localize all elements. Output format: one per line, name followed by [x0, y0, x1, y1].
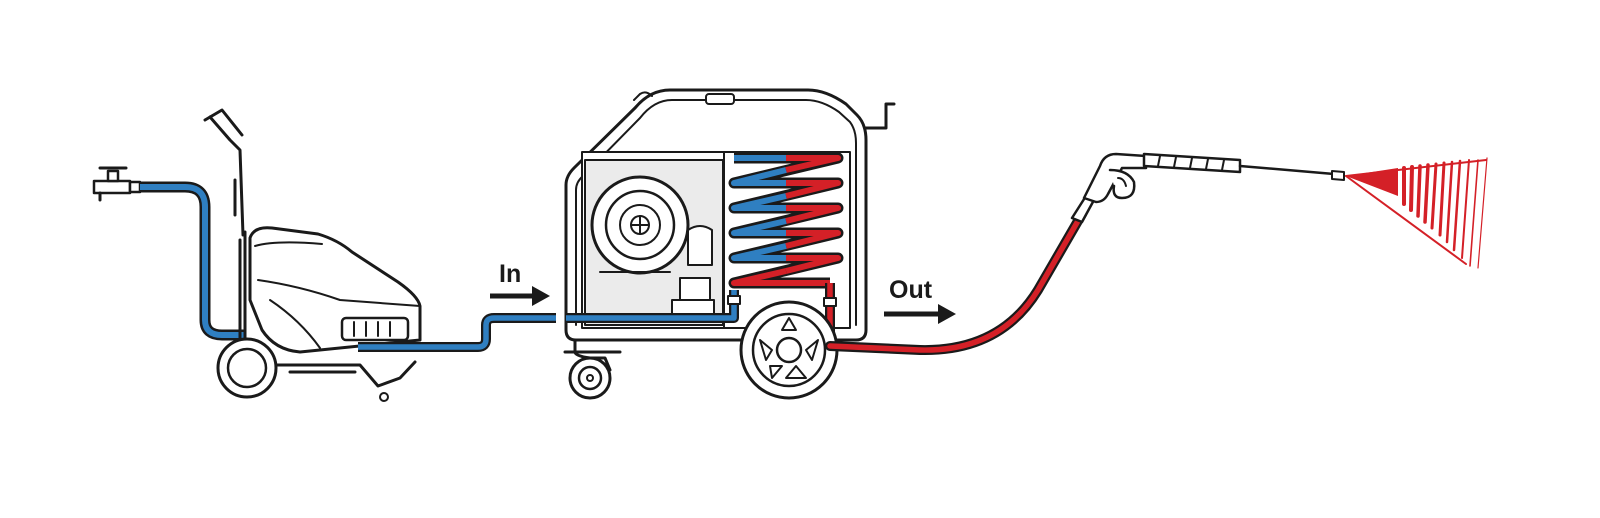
pressure-washer-icon [203, 108, 422, 402]
in-label: In [499, 260, 521, 288]
arrow-right-icon [884, 304, 956, 324]
pressure-hose-to-heater [358, 313, 556, 352]
water-tap-icon [92, 166, 142, 202]
spray-gun-icon [1070, 152, 1345, 224]
burner-fan-icon [584, 159, 724, 326]
hot-water-heater-unit-icon [563, 88, 896, 400]
hot-outlet-hose [825, 209, 1087, 356]
out-label: Out [889, 276, 933, 304]
cold-inlet-hose [140, 181, 245, 341]
spray-fan-icon [1345, 157, 1488, 269]
arrow-right-icon [490, 286, 550, 306]
heating-coil-icon [728, 152, 844, 289]
